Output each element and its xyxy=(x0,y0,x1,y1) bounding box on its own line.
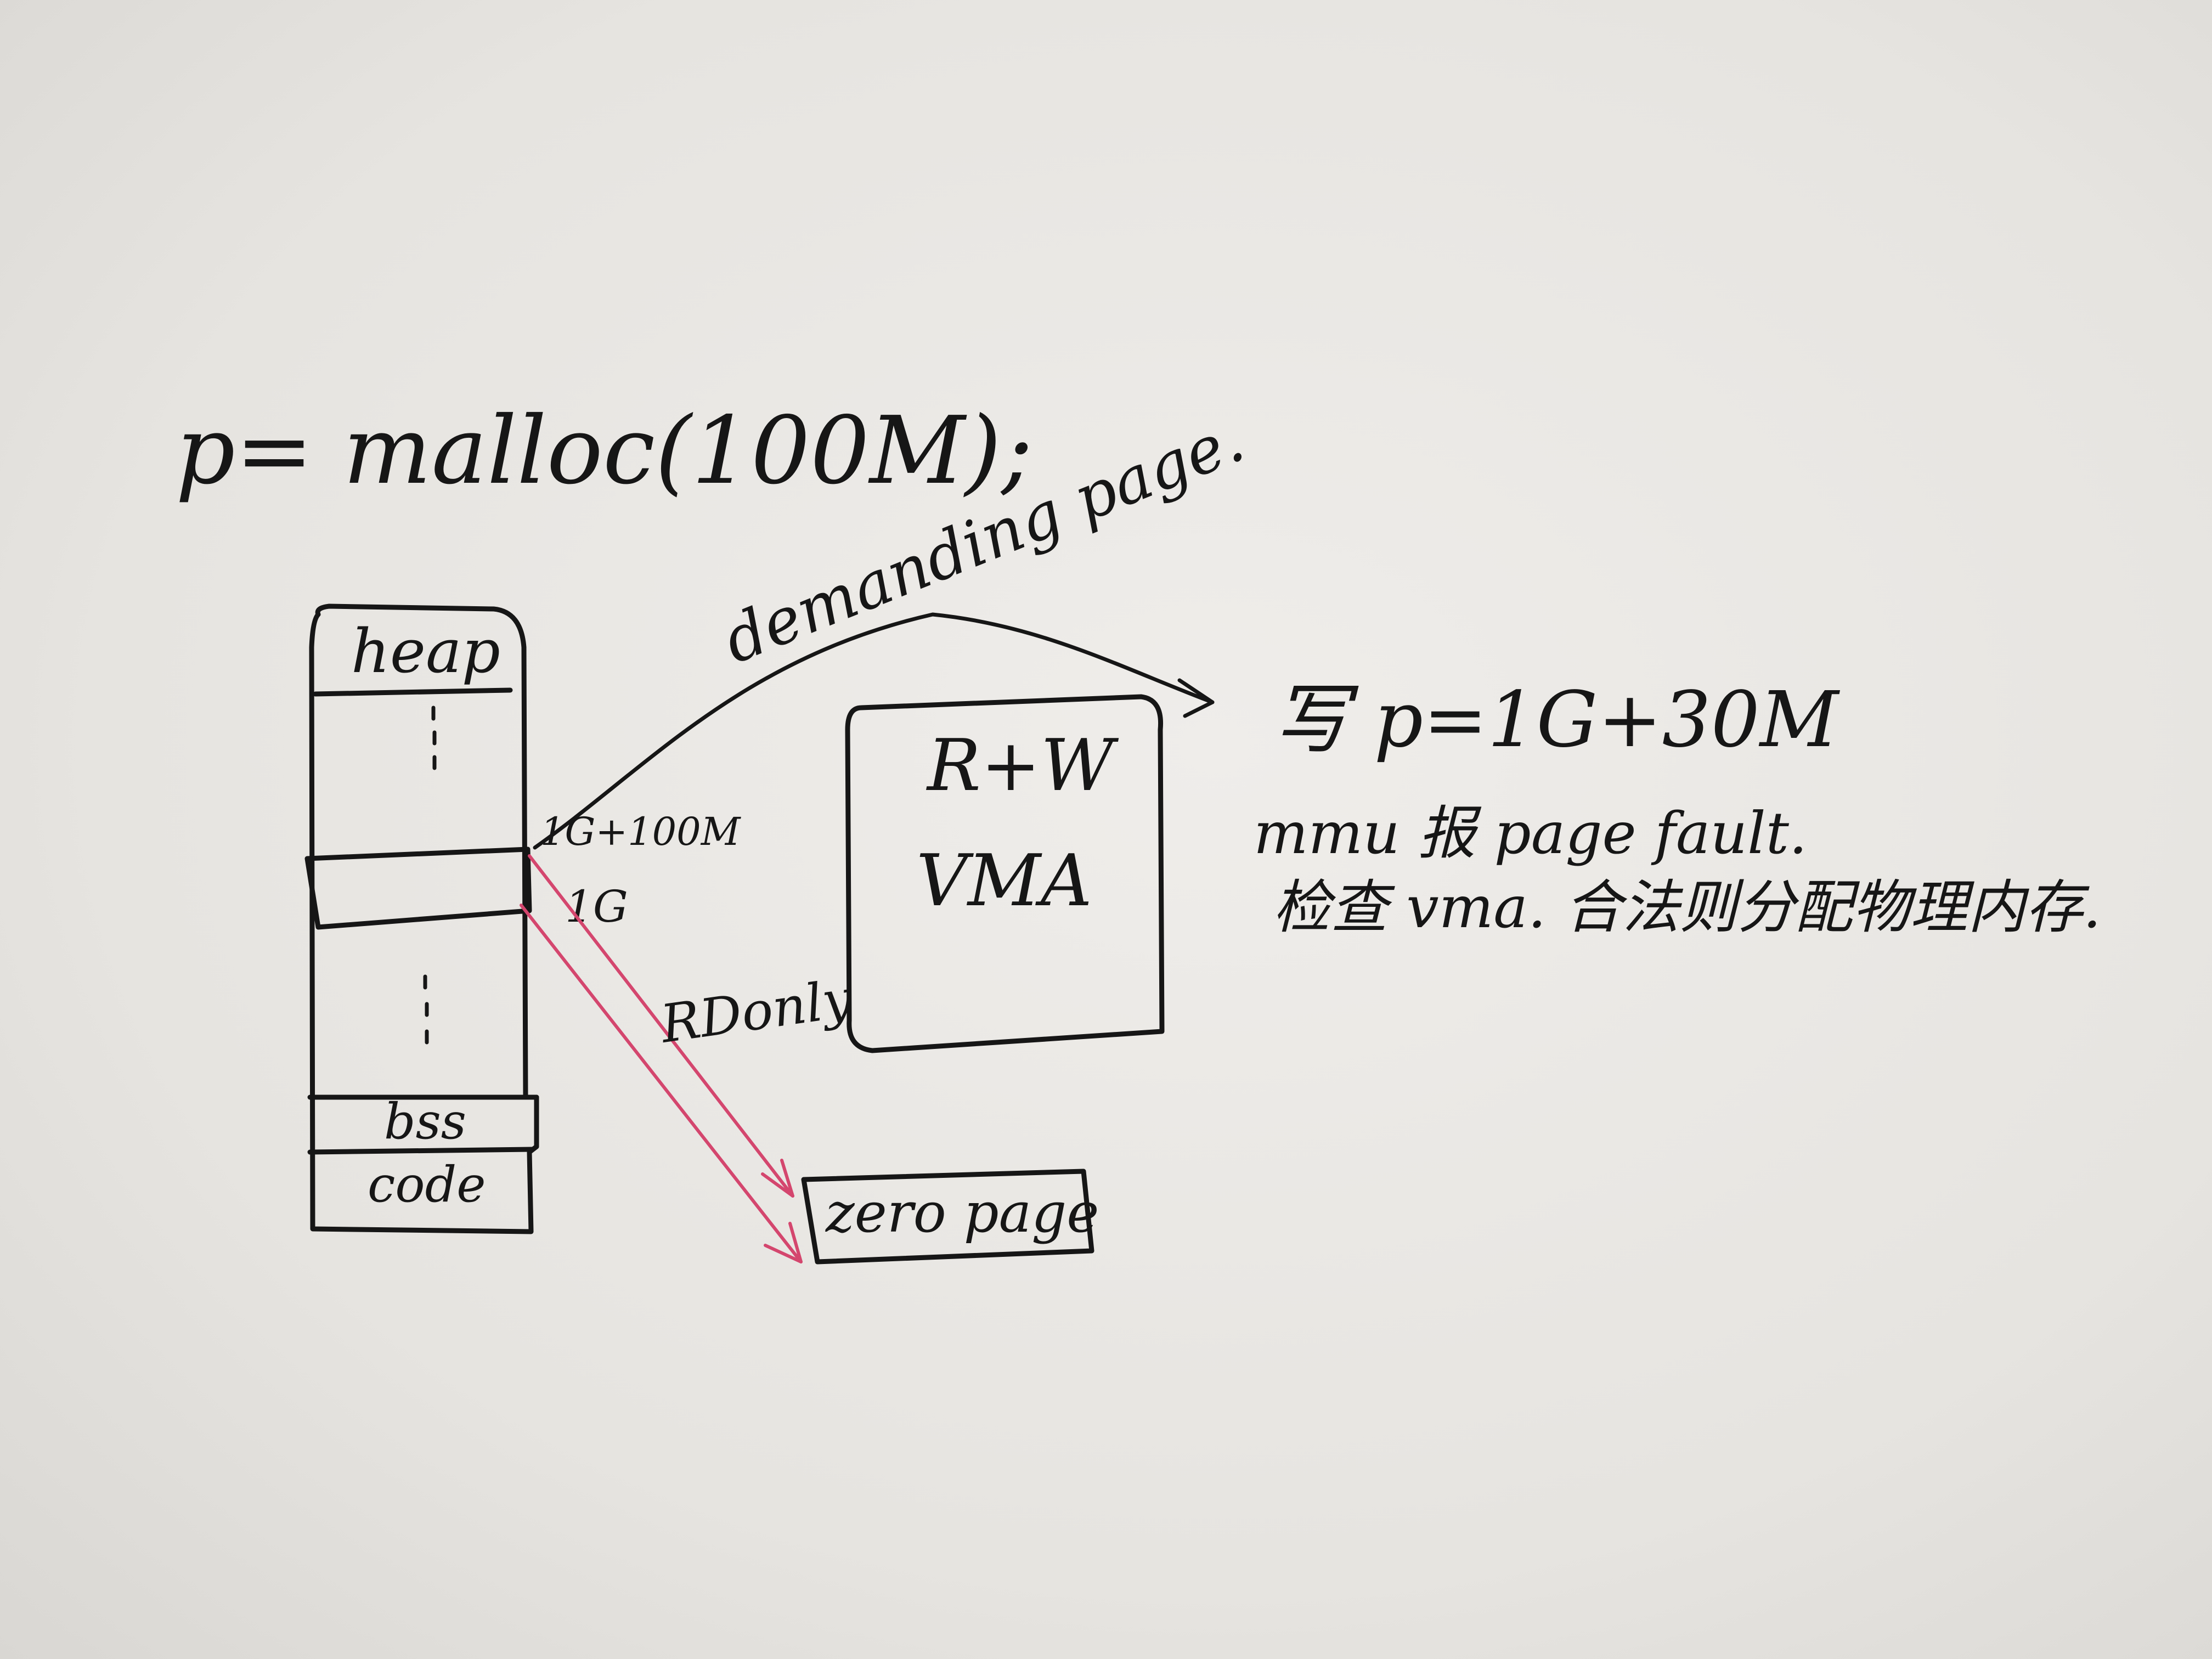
readonly-arrow-upper xyxy=(528,854,794,1198)
demanding-page-arrow xyxy=(533,612,1215,850)
allocated-region-box xyxy=(304,847,532,930)
vma-box-outline xyxy=(845,694,1165,1053)
title-text: p= malloc(100M); xyxy=(176,397,1033,505)
memory-column-outline xyxy=(309,603,539,1234)
note-check-vma: 检查 vma. 合法则分配物理内存. xyxy=(1273,874,2101,941)
memory-layout xyxy=(304,603,539,1234)
bottom-address-label: 1G xyxy=(565,881,628,932)
code-top-divider xyxy=(307,1147,535,1155)
zero-page-box xyxy=(801,1169,1094,1265)
bss-label: bss xyxy=(384,1093,466,1150)
heap-divider xyxy=(313,687,513,697)
vma-label: VMA xyxy=(916,839,1092,922)
note-write-address: 写 p=1G+30M xyxy=(1273,675,1841,765)
readonly-label: RDonly xyxy=(656,968,856,1055)
note-page-fault: mmu 报 page fault. xyxy=(1254,800,1807,867)
demanding-page-arrowhead xyxy=(1177,678,1215,718)
vma-perm-label: R+W xyxy=(926,724,1119,807)
code-label: code xyxy=(368,1156,486,1214)
readonly-arrow-lower-head xyxy=(764,1222,803,1263)
readonly-arrow-upper-head xyxy=(761,1159,794,1198)
heap-label: heap xyxy=(351,616,500,686)
zero-page-label: zero page xyxy=(825,1181,1099,1245)
readonly-arrow-lower xyxy=(520,904,803,1263)
top-address-label: 1G+100M xyxy=(540,809,742,854)
